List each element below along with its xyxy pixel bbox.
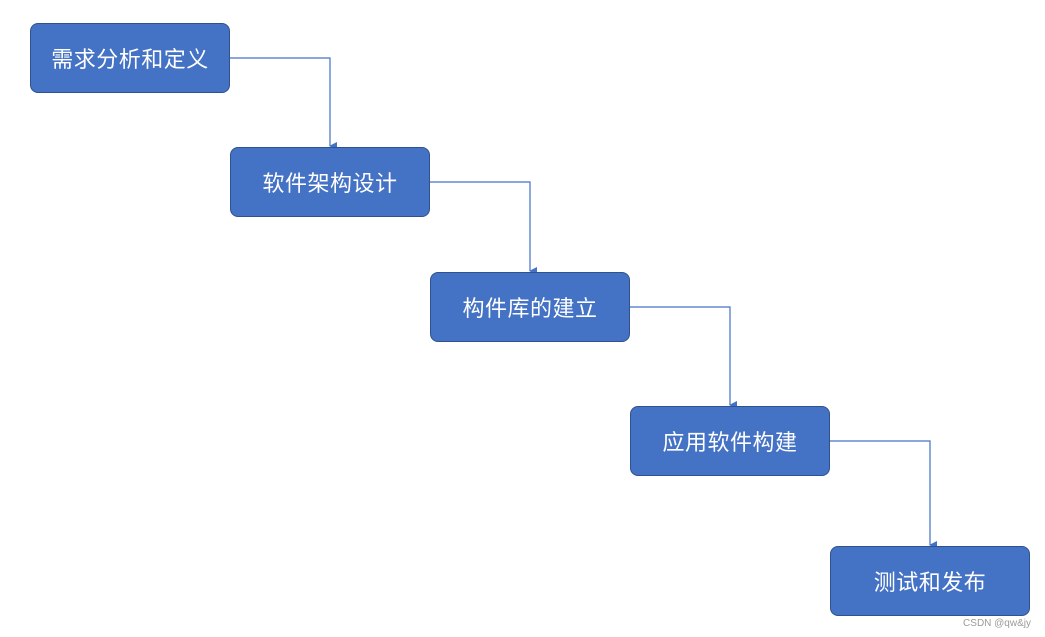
step-label: 需求分析和定义 [51, 48, 209, 73]
connector-3-to-4 [630, 306, 737, 409]
step-label: 软件架构设计 [262, 172, 398, 197]
step-label: 应用软件构建 [662, 431, 798, 456]
step-label: 构件库的建立 [462, 297, 598, 322]
step-box-requirements: 需求分析和定义 [30, 23, 230, 93]
step-box-test-release: 测试和发布 [830, 546, 1030, 616]
connector-2-to-3 [430, 181, 537, 275]
connector-4-to-5 [830, 440, 937, 549]
step-box-architecture: 软件架构设计 [230, 147, 430, 217]
connector-1-to-2 [230, 57, 337, 150]
watermark: CSDN @qw&jy [963, 618, 1031, 629]
step-box-component-library: 构件库的建立 [430, 272, 630, 342]
step-box-application-build: 应用软件构建 [630, 406, 830, 476]
step-label: 测试和发布 [873, 571, 987, 596]
